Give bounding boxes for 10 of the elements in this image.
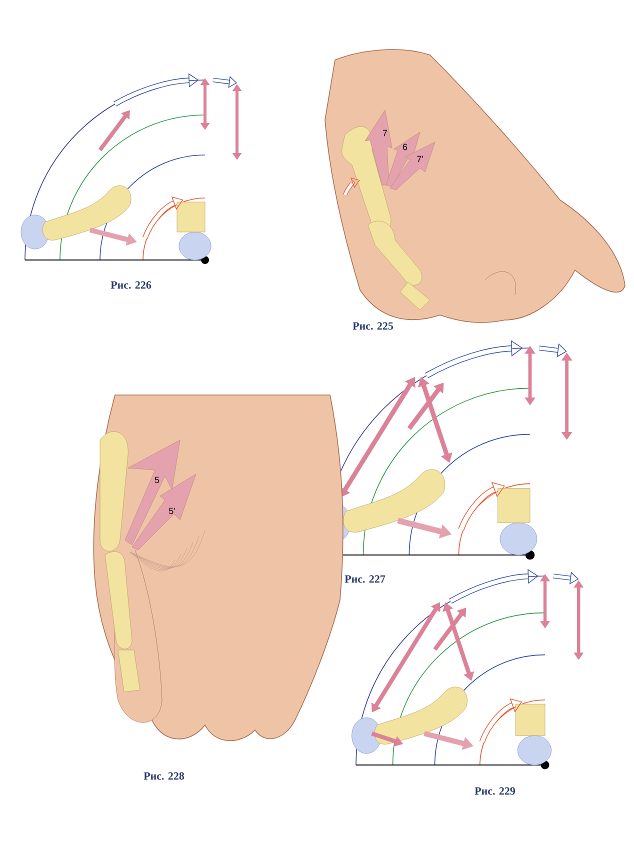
figure-caption: Рис. 228 bbox=[144, 772, 184, 780]
callout-number: 5' bbox=[169, 508, 175, 514]
callout-number: 5 bbox=[154, 476, 160, 484]
callout-number: 7 bbox=[382, 130, 388, 136]
callout-number: 6 bbox=[402, 144, 408, 150]
figure-caption: Рис. 225 bbox=[352, 322, 394, 330]
callout-number: 7' bbox=[417, 156, 423, 162]
figure-caption: Рис. 229 bbox=[474, 787, 516, 795]
figure-caption: Рис. 226 bbox=[110, 281, 152, 289]
figure-caption: Рис. 227 bbox=[344, 575, 386, 583]
